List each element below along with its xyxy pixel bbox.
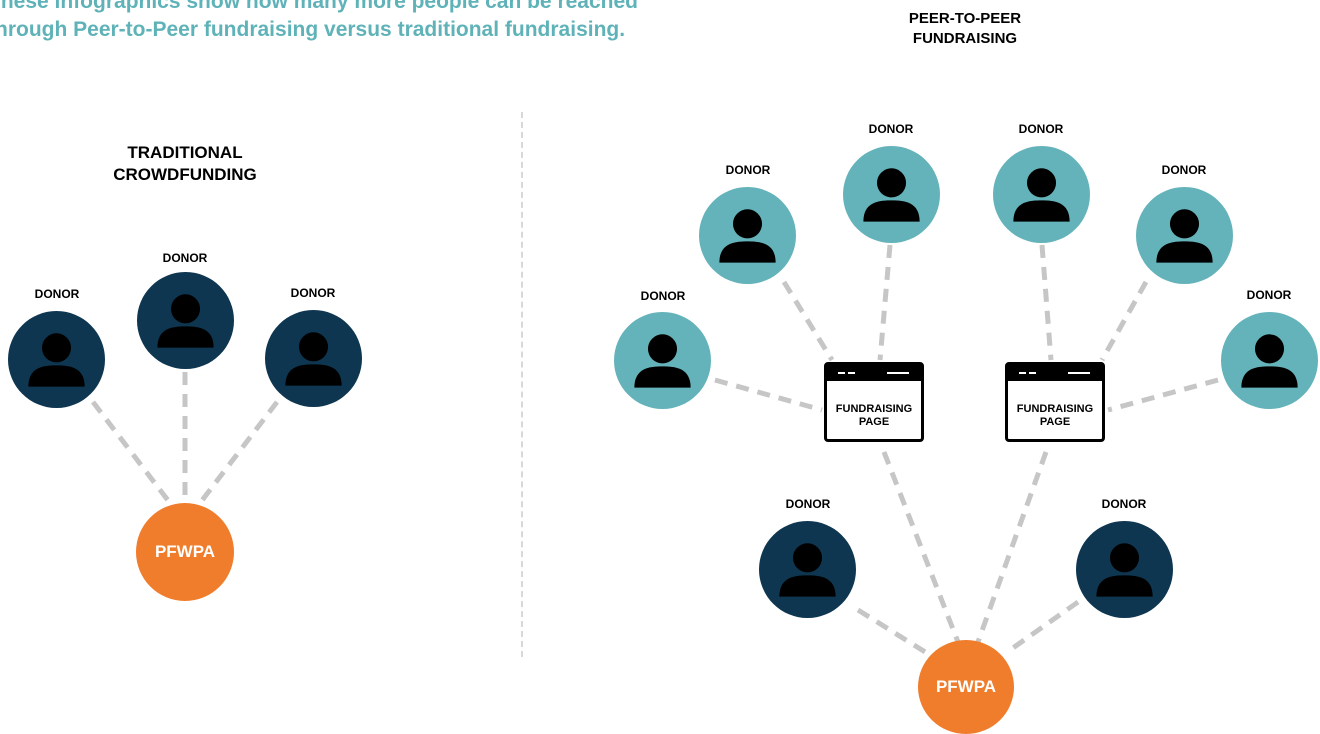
donor-label: DONOR xyxy=(640,289,686,303)
donor-node xyxy=(137,272,234,369)
traditional-title-line-2: CROWDFUNDING xyxy=(113,165,257,184)
page-label-line-1: FUNDRAISING xyxy=(835,403,913,415)
donor-label: DONOR xyxy=(34,287,80,301)
page-label-line-1: FUNDRAISING xyxy=(1016,403,1094,415)
browser-window-icon xyxy=(1008,365,1102,381)
donor-node xyxy=(1076,521,1173,618)
person-icon xyxy=(1241,334,1298,388)
browser-window-icon xyxy=(827,365,921,381)
fundraising-page-label: FUNDRAISING PAGE xyxy=(1008,403,1102,429)
donor-label: DONOR xyxy=(1161,163,1207,177)
person-icon xyxy=(1013,168,1070,222)
person-icon xyxy=(719,209,776,263)
person-icon xyxy=(1156,209,1213,263)
donor-node xyxy=(759,521,856,618)
person-icon xyxy=(1096,543,1153,597)
pfwpa-node: PFWPA xyxy=(136,503,234,601)
connector-line xyxy=(781,280,835,362)
connector-line xyxy=(91,400,172,505)
donor-label: DONOR xyxy=(725,163,771,177)
intro-text: These infographics show how many more pe… xyxy=(0,0,748,44)
traditional-title-line-1: TRADITIONAL xyxy=(127,143,243,162)
person-icon xyxy=(157,294,214,348)
connector-line xyxy=(1039,244,1054,361)
donor-node xyxy=(265,310,362,407)
intro-line-1: These infographics show how many more pe… xyxy=(0,0,638,13)
connector-line xyxy=(881,451,961,643)
donor-node xyxy=(843,146,940,243)
donor-node xyxy=(993,146,1090,243)
fundraising-page-left: FUNDRAISING PAGE xyxy=(824,362,924,442)
person-icon xyxy=(779,543,836,597)
donor-label: DONOR xyxy=(290,286,336,300)
peer-title-line-1: PEER-TO-PEER xyxy=(908,10,1022,27)
donor-label: DONOR xyxy=(868,122,914,136)
person-icon xyxy=(285,332,342,386)
donor-node xyxy=(1136,187,1233,284)
traditional-title: TRADITIONAL CROWDFUNDING xyxy=(80,142,290,186)
connector-line xyxy=(1099,280,1149,362)
connector-line xyxy=(856,607,932,658)
donor-label: DONOR xyxy=(1018,122,1064,136)
fundraising-page-label: FUNDRAISING PAGE xyxy=(827,403,921,429)
pfwpa-node: PFWPA xyxy=(918,640,1014,734)
intro-line-2: through Peer-to-Peer fundraising versus … xyxy=(0,18,626,41)
person-icon xyxy=(863,168,920,222)
donor-label: DONOR xyxy=(785,497,831,511)
donor-label: DONOR xyxy=(162,251,208,265)
donor-node xyxy=(614,312,711,409)
connector-line xyxy=(198,400,279,505)
section-divider xyxy=(521,112,523,657)
peer-title-line-2: FUNDRAISING xyxy=(912,30,1018,47)
fundraising-page-right: FUNDRAISING PAGE xyxy=(1005,362,1105,442)
connector-line xyxy=(714,377,823,413)
donor-node xyxy=(1221,312,1318,409)
donor-node xyxy=(699,187,796,284)
person-icon xyxy=(28,333,85,387)
peer-to-peer-title: PEER-TO-PEER FUNDRAISING xyxy=(860,9,1070,49)
page-label-line-2: PAGE xyxy=(1039,416,1071,428)
connector-line xyxy=(1008,599,1080,653)
donor-label: DONOR xyxy=(1101,497,1147,511)
connector-line xyxy=(877,244,893,361)
page-label-line-2: PAGE xyxy=(858,416,890,428)
person-icon xyxy=(634,334,691,388)
connector-line xyxy=(975,451,1049,643)
donor-node xyxy=(8,311,105,408)
connector-line xyxy=(1107,377,1219,413)
donor-label: DONOR xyxy=(1246,288,1292,302)
